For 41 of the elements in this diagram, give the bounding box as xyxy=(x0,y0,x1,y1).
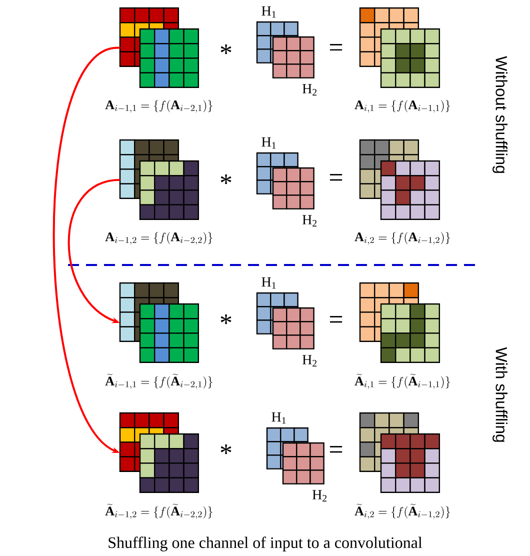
grid-stack-drawing xyxy=(359,412,440,493)
grid-stack-drawing xyxy=(119,7,199,88)
formula: $\widetilde{\mathbf{A}}_{i-1,1} = \big\{f\big(\widetilde{\mathbf{A}}_{i-2,1}\big)\big\}$ xyxy=(105,374,212,389)
grid-stack-drawing xyxy=(359,7,440,88)
kernel-label: H$_{2}$ xyxy=(302,84,317,96)
operator-sign: * xyxy=(220,444,232,454)
formula: $\mathbf{A}_{i-1,1} = \big\{f\big(\mathbf{A}_{i-2,1}\big)\big\}$ xyxy=(105,100,212,113)
grid-stack-drawing xyxy=(119,282,199,363)
grid-stack-drawing xyxy=(119,412,199,493)
caption: Shuffling one channel of input to a convolutional xyxy=(108,536,422,552)
grid-stack-drawing xyxy=(359,282,440,363)
formula: $\widetilde{\mathbf{A}}_{i,2} = \big\{f\big(\widetilde{\mathbf{A}}_{i-1,2}\big)\big\}$ xyxy=(354,504,450,519)
grid-stack-drawing xyxy=(256,152,314,210)
operator-sign: * xyxy=(220,174,232,184)
operator-sign: = xyxy=(330,44,342,51)
operator-sign: = xyxy=(330,174,342,181)
formula: $\mathbf{A}_{i,1} = \big\{f\big(\mathbf{A}_{i-1,1}\big)\big\}$ xyxy=(354,100,450,113)
grid-stack-drawing xyxy=(119,139,199,220)
kernel-label: H$_{1}$ xyxy=(262,277,276,289)
formula: $\mathbf{A}_{i,2} = \big\{f\big(\mathbf{A}_{i-1,2}\big)\big\}$ xyxy=(354,232,450,245)
operator-sign: = xyxy=(330,316,342,323)
side-label: Without shuffling xyxy=(492,56,508,173)
kernel-label: H$_{2}$ xyxy=(302,215,317,226)
operator-sign: * xyxy=(220,44,232,54)
kernel-label: H$_{2}$ xyxy=(302,355,317,366)
side-label: With shuffling xyxy=(492,347,508,442)
grid-stack-drawing xyxy=(359,139,440,220)
grid-stack-drawing xyxy=(256,21,314,78)
grid-stack-drawing xyxy=(256,292,314,350)
kernel-label: H$_{1}$ xyxy=(262,137,276,149)
grid-stack-drawing xyxy=(266,427,324,484)
formula: $\widetilde{\mathbf{A}}_{i,1} = \big\{f\big(\widetilde{\mathbf{A}}_{i-1,1}\big)\big\}$ xyxy=(354,374,450,389)
operator-sign: = xyxy=(330,446,342,453)
formula: $\mathbf{A}_{i-1,2} = \big\{f\big(\mathbf{A}_{i-2,2}\big)\big\}$ xyxy=(105,232,212,245)
arrow xyxy=(52,46,120,453)
kernel-label: H$_{1}$ xyxy=(272,412,286,424)
operator-sign: * xyxy=(220,314,232,324)
kernel-label: H$_{1}$ xyxy=(262,6,276,18)
formula: $\widetilde{\mathbf{A}}_{i-1,2} = \big\{f\big(\widetilde{\mathbf{A}}_{i-2,2}\big)\big\}$ xyxy=(105,504,212,519)
arrow xyxy=(68,178,120,324)
kernel-label: H$_{2}$ xyxy=(312,490,327,502)
